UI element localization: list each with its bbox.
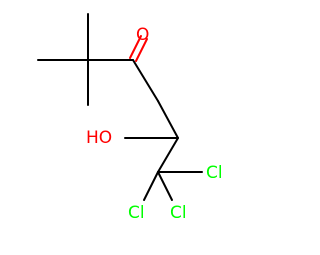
bond-choh-to-ccl3 [157, 137, 179, 173]
bond-carbonyl-to-ch2 [132, 59, 159, 102]
atom-label-hydroxyl: HO [86, 128, 112, 148]
double-bond-line-2 [135, 38, 148, 62]
bond-c-to-cl-bottom-left [143, 171, 159, 201]
atom-label-chlorine-bottom-right: Cl [170, 203, 187, 223]
atom-label-chlorine-bottom-left: Cl [128, 203, 145, 223]
double-bond-line-1 [129, 35, 142, 59]
bond-ch2-to-choh [157, 100, 179, 139]
structure-canvas: O HO Cl Cl Cl [37, 13, 223, 223]
bond-c-to-cl-bottom-right [157, 171, 173, 201]
atom-label-oxygen-ketone: O [136, 25, 149, 45]
molecule-diagram: O HO Cl Cl Cl [37, 13, 223, 223]
ketone-double-bond [129, 35, 148, 62]
atom-label-chlorine-right: Cl [206, 163, 223, 183]
bond-lines [37, 13, 203, 201]
